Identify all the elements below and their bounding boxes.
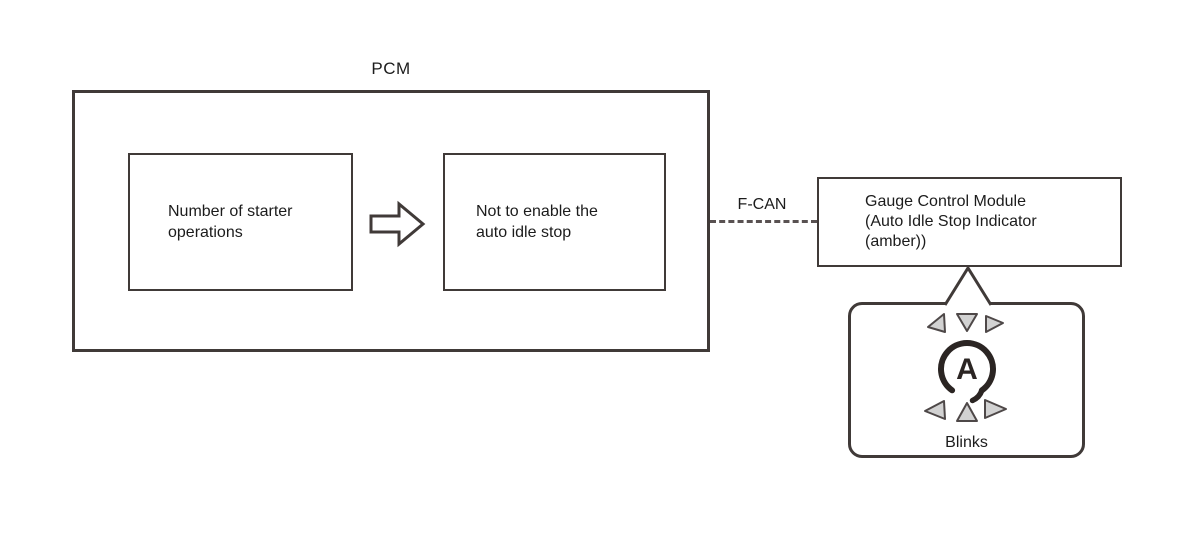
starter-operations-box: Number of starter operations xyxy=(128,153,353,291)
starter-operations-line1: Number of starter xyxy=(168,203,293,220)
callout-pointer xyxy=(943,266,993,306)
gauge-module-line1: Gauge Control Module xyxy=(865,193,1026,210)
gauge-module-line3: (amber)) xyxy=(865,233,927,250)
starter-operations-line2: operations xyxy=(168,224,243,241)
blinks-caption: Blinks xyxy=(945,434,988,451)
gauge-module-line2: (Auto Idle Stop Indicator xyxy=(865,213,1037,230)
not-enable-line1: Not to enable the xyxy=(476,203,598,220)
blink-rays-icon xyxy=(924,313,1007,422)
pcm-title: PCM xyxy=(371,59,411,78)
not-enable-line2: auto idle stop xyxy=(476,224,572,241)
fcan-bus-label: F-CAN xyxy=(737,196,787,213)
arrow-right-icon xyxy=(369,200,426,248)
indicator-letter: A xyxy=(956,353,978,386)
gauge-control-module-box: Gauge Control Module (Auto Idle Stop Ind… xyxy=(817,177,1122,267)
auto-idle-stop-indicator-icon: A xyxy=(924,313,1007,422)
fcan-dashed-line xyxy=(710,220,817,223)
not-enable-auto-idle-stop-box: Not to enable the auto idle stop xyxy=(443,153,666,291)
